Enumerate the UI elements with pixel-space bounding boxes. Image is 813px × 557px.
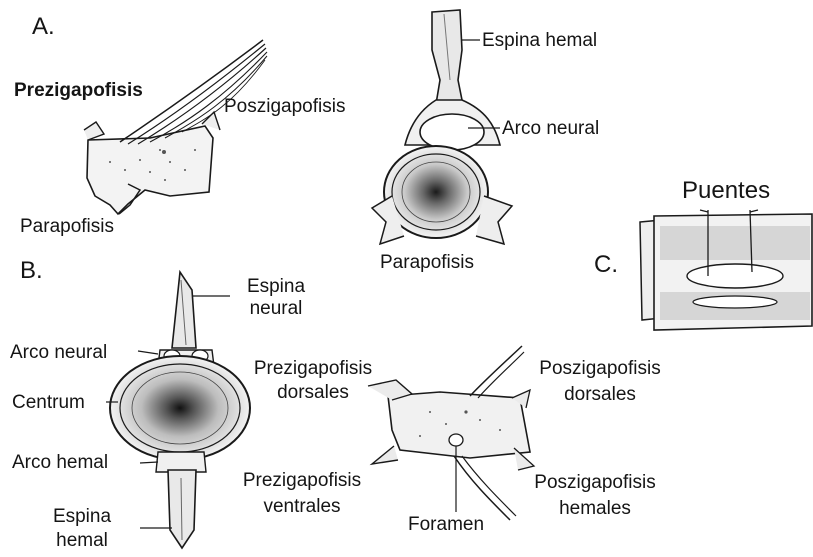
panel-a-letter: A.	[32, 14, 55, 40]
arco-neural-top-label: Arco neural	[502, 118, 599, 140]
centrum-label: Centrum	[12, 392, 85, 414]
espina-hemal-top-label: Espina hemal	[482, 30, 597, 52]
panel-c-vertebra	[640, 210, 812, 330]
panel-c-letter: C.	[594, 252, 618, 278]
poszigapofisis-dorsales-label-2: dorsales	[530, 384, 670, 406]
poszigapofisis-label: Poszigapofisis	[224, 96, 345, 118]
puentes-label: Puentes	[682, 178, 770, 204]
panel-b-lateral-vertebra	[368, 346, 534, 520]
poszigapofisis-hemales-label-2: hemales	[520, 498, 670, 520]
panel-a-lateral-vertebra	[84, 40, 267, 214]
espina-hemal-b-label-2: hemal	[42, 530, 122, 552]
parapofisis-front-label: Parapofisis	[380, 252, 474, 274]
arco-neural-b-label: Arco neural	[10, 342, 107, 364]
prezigapofisis-dorsales-label-2: dorsales	[248, 382, 378, 404]
espina-hemal-b-label-1: Espina	[42, 506, 122, 528]
poszigapofisis-hemales-label-1: Poszigapofisis	[520, 472, 670, 494]
prezigapofisis-ventrales-label-2: ventrales	[232, 496, 372, 518]
prezigapofisis-label: Prezigapofisis	[14, 80, 143, 102]
foramen-label: Foramen	[408, 514, 484, 536]
prezigapofisis-ventrales-label-1: Prezigapofisis	[232, 470, 372, 492]
panel-b-frontal-vertebra	[110, 272, 250, 548]
panel-b-letter: B.	[20, 258, 43, 284]
espina-neural-label-1: Espina	[236, 276, 316, 298]
poszigapofisis-dorsales-label-1: Poszigapofisis	[530, 358, 670, 380]
arco-hemal-label: Arco hemal	[12, 452, 108, 474]
prezigapofisis-dorsales-label-1: Prezigapofisis	[248, 358, 378, 380]
espina-neural-label-2: neural	[236, 298, 316, 320]
parapofisis-lateral-label: Parapofisis	[20, 216, 114, 238]
